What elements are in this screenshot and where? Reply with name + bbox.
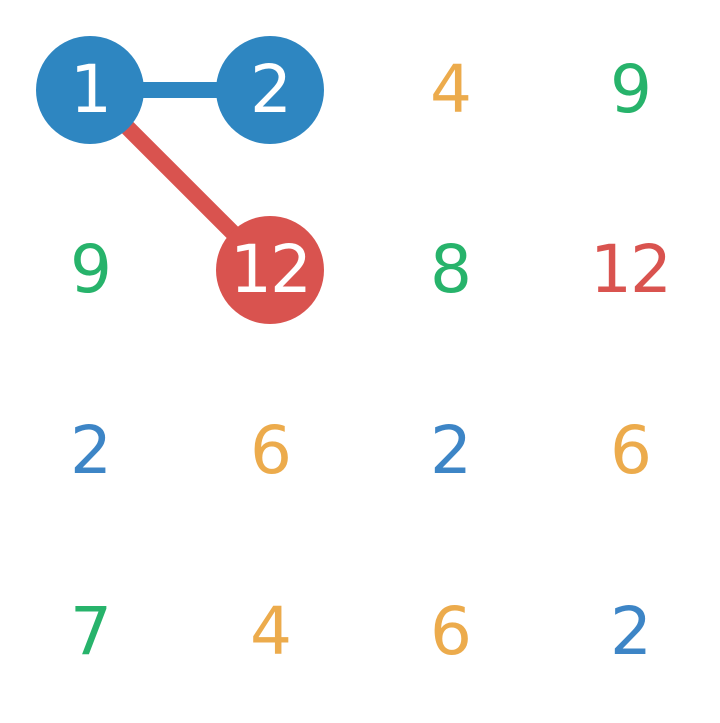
grid-cell-14[interactable]: 6	[430, 593, 472, 670]
grid-cell-13[interactable]: 4	[250, 593, 292, 670]
grid-cell-6[interactable]: 8	[430, 231, 472, 308]
grid-cell-12[interactable]: 7	[70, 593, 112, 670]
grid-cell-2[interactable]: 4	[430, 51, 472, 128]
grid-cell-0[interactable]: 1	[36, 36, 144, 144]
grid-cell-4[interactable]: 9	[70, 231, 112, 308]
grid-cell-3[interactable]: 9	[610, 51, 652, 128]
grid-cell-7[interactable]: 12	[590, 231, 672, 308]
grid-cell-10[interactable]: 2	[430, 412, 472, 489]
grid-cell-11[interactable]: 6	[610, 412, 652, 489]
grid-cell-8[interactable]: 2	[70, 412, 112, 489]
grid-cell-1[interactable]: 2	[216, 36, 324, 144]
grid-cell-5[interactable]: 12	[216, 216, 324, 324]
grid-cell-15[interactable]: 2	[610, 593, 652, 670]
grid-cell-9[interactable]: 6	[250, 412, 292, 489]
